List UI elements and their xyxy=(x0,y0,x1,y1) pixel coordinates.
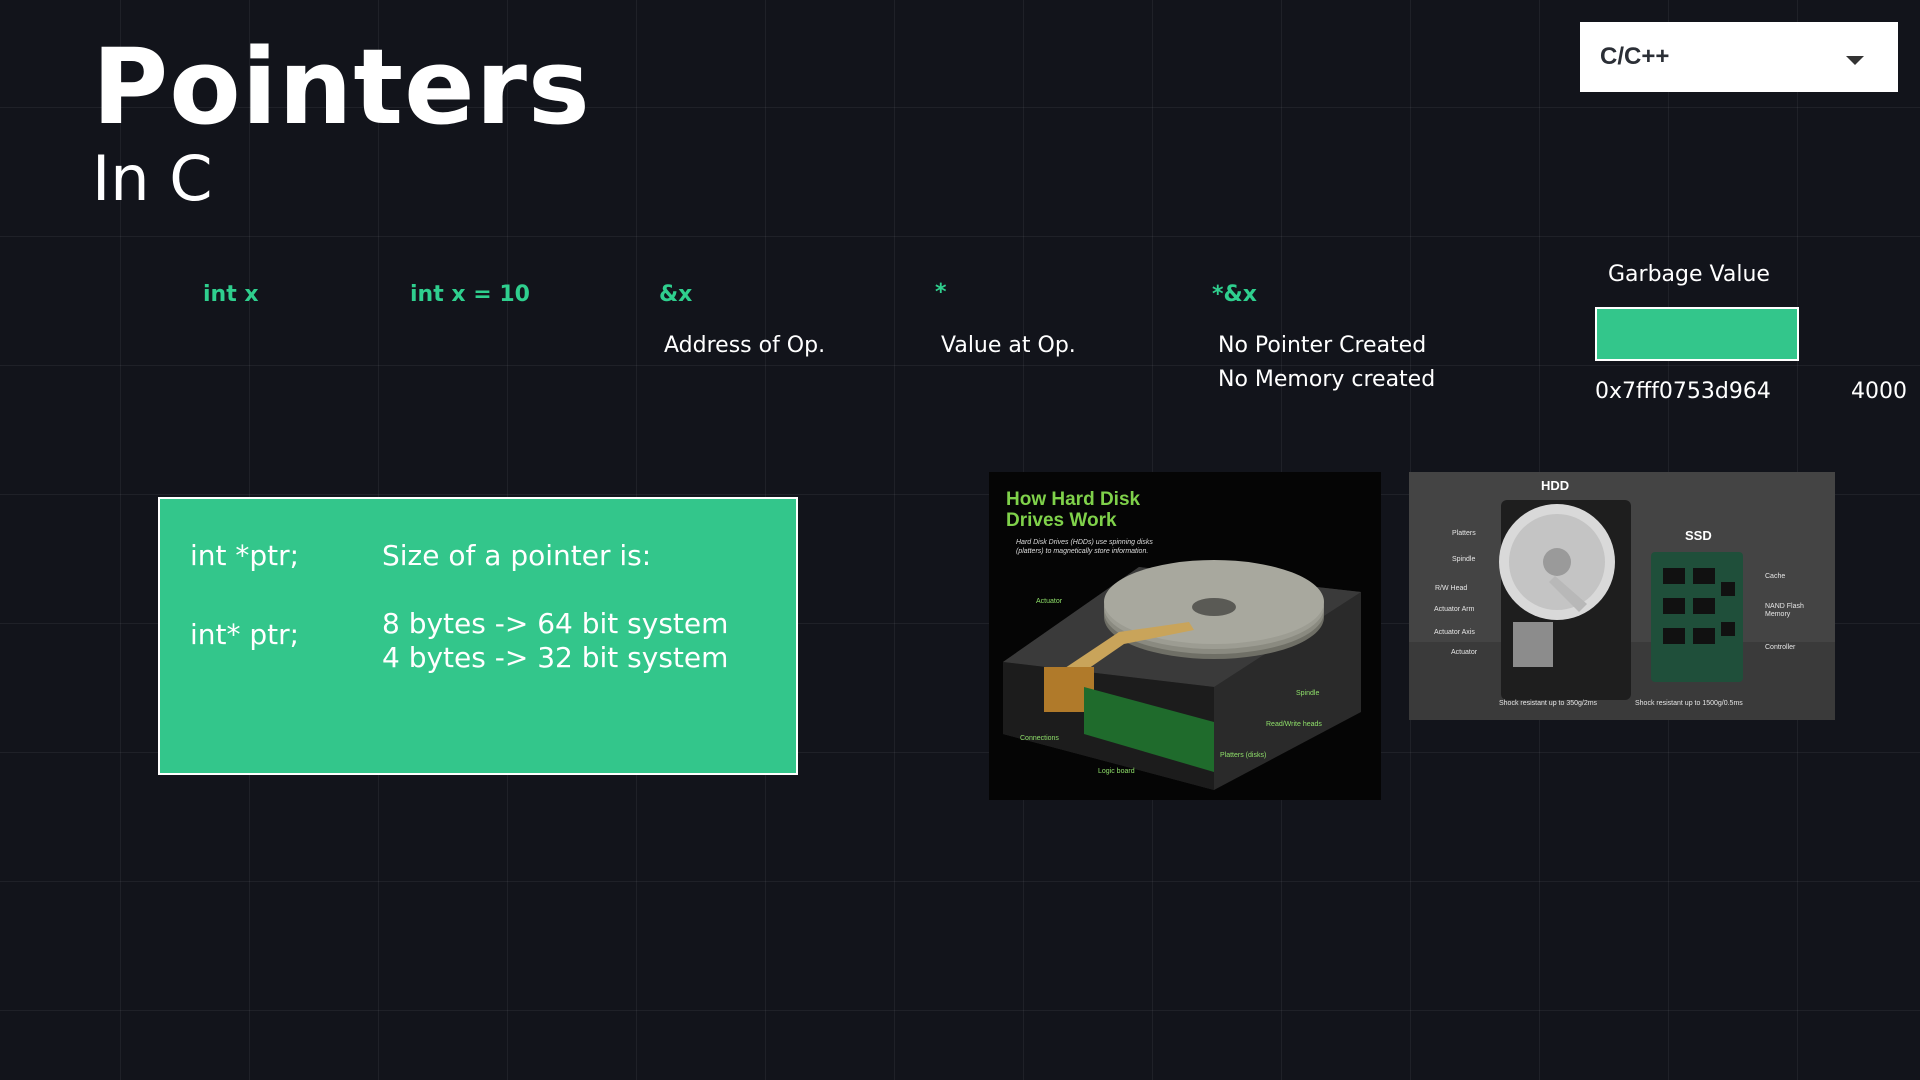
ssd-label: SSD xyxy=(1685,528,1712,543)
note-address-op: &x xyxy=(659,282,693,307)
hdd-illustration xyxy=(1003,560,1361,790)
hdd-label: HDD xyxy=(1541,478,1570,493)
note-int-x: int x xyxy=(203,282,259,307)
hdd-caption: Shock resistant up to 350g/2ms xyxy=(1499,700,1598,707)
hdd-part-actuator: Actuator xyxy=(1451,649,1478,656)
ssd-part-cache: Cache xyxy=(1765,573,1786,580)
hdd-label-heads: Read/Write heads xyxy=(1266,721,1322,728)
hdd-part-spindle: Spindle xyxy=(1452,556,1476,563)
hdd-label-spindle: Spindle xyxy=(1296,690,1320,697)
pointer-size-32: 4 bytes -> 32 bit system xyxy=(382,641,729,674)
hdd-vs-ssd-image: HDD SSD Platters Spindle R/W Head Actuat… xyxy=(1409,472,1835,720)
hdd-label-platters: Platters (disks) xyxy=(1220,752,1267,759)
language-select[interactable]: C/C++ xyxy=(1580,22,1898,92)
note-value-op: * xyxy=(935,280,947,305)
note-deref-desc-1: No Pointer Created xyxy=(1218,333,1427,358)
hdd-part-actuator-axis: Actuator Axis xyxy=(1434,629,1475,636)
language-select-value: C/C++ xyxy=(1600,43,1670,70)
hdd-label-actuator: Actuator xyxy=(1036,598,1063,605)
hdd-part-rw-head: R/W Head xyxy=(1435,585,1468,592)
memory-address: 0x7fff0753d964 xyxy=(1595,379,1771,404)
hdd-part-platters: Platters xyxy=(1452,530,1476,537)
hdd-label-logic-board: Logic board xyxy=(1098,768,1135,775)
hdd-label-connections: Connections xyxy=(1020,735,1059,742)
chevron-down-icon[interactable] xyxy=(1846,55,1864,65)
hdd-diagram-image: How Hard Disk Drives Work Hard Disk Driv… xyxy=(989,472,1381,800)
garbage-value-label: Garbage Value xyxy=(1608,262,1770,287)
note-value-op-desc: Value at Op. xyxy=(941,333,1076,358)
note-address-op-desc: Address of Op. xyxy=(664,333,826,358)
ssd-caption: Shock resistant up to 1500g/0.5ms xyxy=(1635,700,1743,707)
pointer-size-heading: Size of a pointer is: xyxy=(382,539,652,572)
note-deref-addr: *&x xyxy=(1212,282,1257,307)
hdd-ssd-illustration xyxy=(1409,500,1835,720)
note-int-x-10: int x = 10 xyxy=(410,282,530,307)
pointer-decl-2: int* ptr; xyxy=(190,618,300,651)
pointer-decl-1: int *ptr; xyxy=(190,539,300,572)
pointer-card: int *ptr; int* ptr; Size of a pointer is… xyxy=(158,497,798,775)
hdd-diagram-title-1: How Hard Disk xyxy=(1006,489,1141,510)
hdd-diagram-title-2: Drives Work xyxy=(1006,509,1117,531)
memory-cell xyxy=(1595,307,1799,361)
page-title: Pointers xyxy=(92,26,591,148)
hdd-diagram-desc-1: Hard Disk Drives (HDDs) use spinning dis… xyxy=(1016,539,1153,546)
hdd-part-actuator-arm: Actuator Arm xyxy=(1434,606,1475,613)
hdd-diagram-desc-2: (platters) to magnetically store informa… xyxy=(1016,548,1149,556)
pointer-size-64: 8 bytes -> 64 bit system xyxy=(382,607,729,640)
note-deref-desc-2: No Memory created xyxy=(1218,367,1436,392)
ssd-part-nand: NAND Flash Memory xyxy=(1765,603,1804,619)
ssd-part-controller: Controller xyxy=(1765,644,1796,651)
memory-side-value: 4000 xyxy=(1851,379,1907,404)
page-subtitle: In C xyxy=(92,142,213,215)
